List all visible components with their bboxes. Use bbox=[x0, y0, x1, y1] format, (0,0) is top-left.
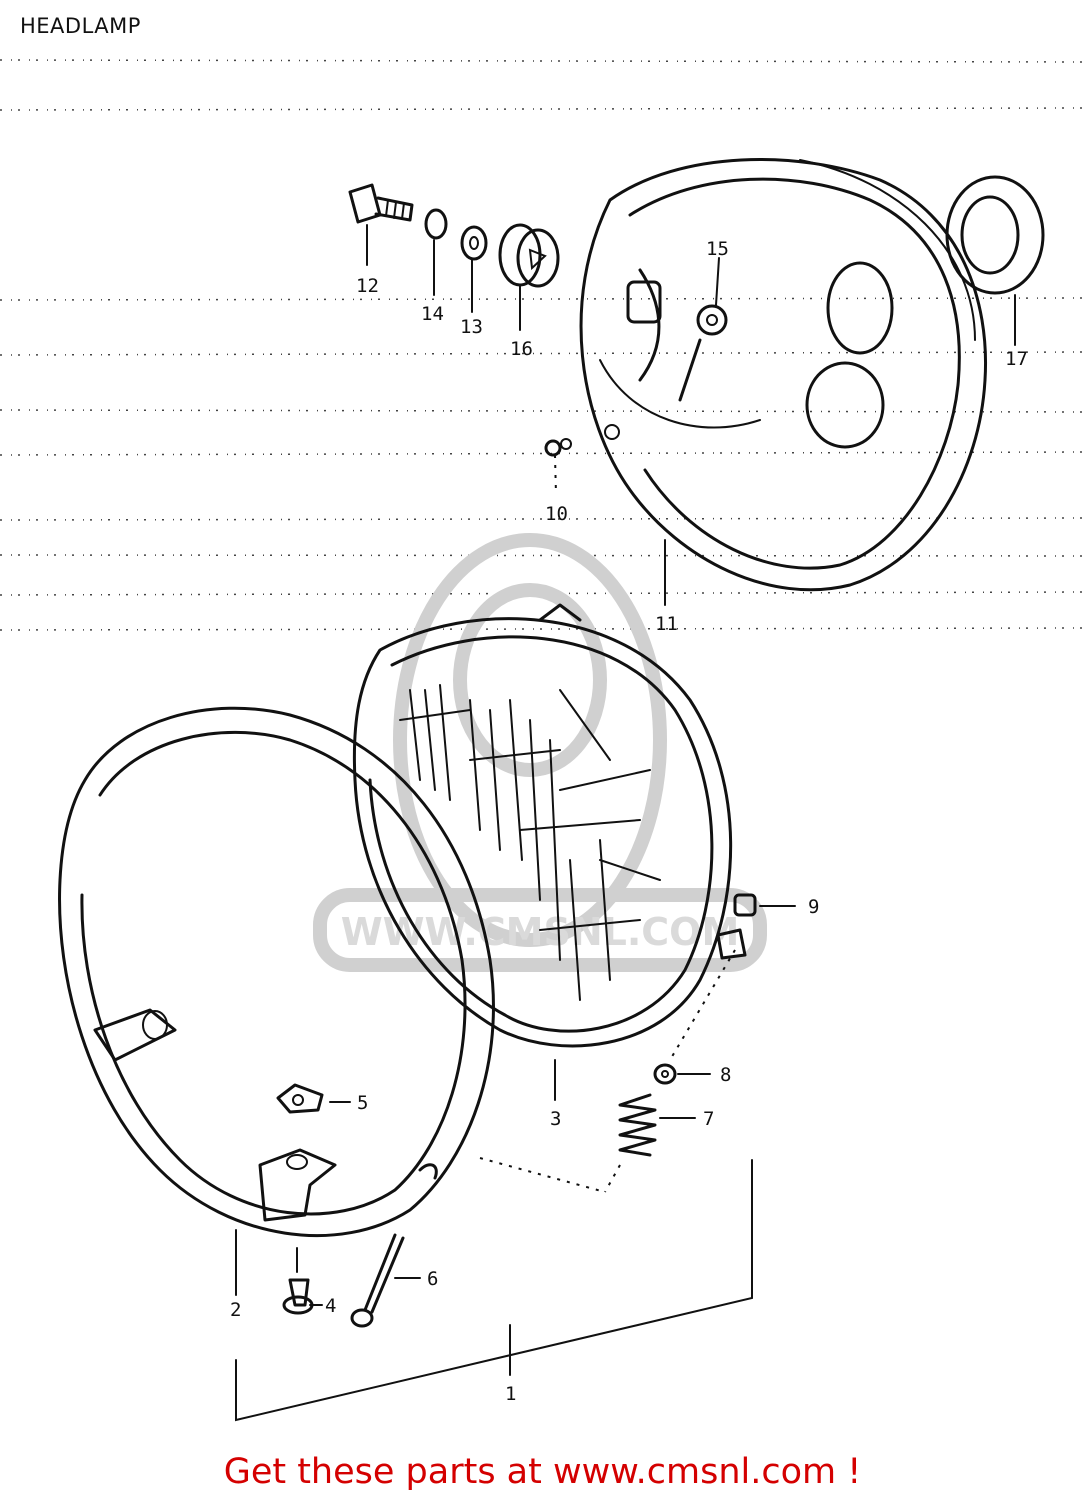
callout-12: 12 bbox=[356, 275, 379, 297]
callout-14: 14 bbox=[421, 303, 444, 325]
callout-5: 5 bbox=[357, 1092, 368, 1114]
diagram-title: HEADLAMP bbox=[20, 14, 141, 38]
washer-8 bbox=[653, 1063, 677, 1085]
spring-7 bbox=[618, 1093, 657, 1157]
callout-1: 1 bbox=[505, 1383, 516, 1405]
callout-13: 13 bbox=[460, 316, 483, 338]
headlamp-rim bbox=[58, 706, 495, 1238]
callout-9: 9 bbox=[808, 896, 819, 918]
plug-16 bbox=[498, 223, 560, 288]
callout-10: 10 bbox=[545, 503, 568, 525]
long-screw-6 bbox=[350, 1233, 405, 1328]
screw-4 bbox=[282, 1278, 314, 1315]
callout-3: 3 bbox=[550, 1108, 561, 1130]
callout-15: 15 bbox=[706, 238, 729, 260]
sealed-beam-unit bbox=[352, 603, 733, 1048]
scan-noise bbox=[0, 59, 1085, 631]
callout-labels: 12 14 13 16 15 17 10 11 9 8 7 3 5 6 4 2 … bbox=[230, 238, 1028, 1405]
callout-11: 11 bbox=[655, 613, 678, 635]
grommet-ring-17 bbox=[945, 175, 1045, 295]
screw-10 bbox=[544, 438, 572, 457]
callout-8: 8 bbox=[720, 1064, 731, 1086]
bolt-12 bbox=[348, 183, 414, 224]
washer-13 bbox=[460, 225, 488, 261]
nut-clip-5 bbox=[276, 1083, 324, 1114]
lock-washer-14 bbox=[424, 208, 448, 240]
footer-link[interactable]: Get these parts at www.cmsnl.com ! bbox=[223, 1452, 862, 1492]
callout-2: 2 bbox=[230, 1299, 241, 1321]
callout-7: 7 bbox=[703, 1108, 714, 1130]
callout-16: 16 bbox=[510, 338, 533, 360]
headlamp-housing bbox=[579, 158, 988, 592]
callout-4: 4 bbox=[325, 1295, 336, 1317]
callout-6: 6 bbox=[427, 1268, 438, 1290]
leader-lines bbox=[235, 224, 1016, 1422]
callout-17: 17 bbox=[1005, 348, 1028, 370]
nut-9 bbox=[716, 893, 757, 960]
lens-pattern bbox=[399, 684, 661, 1001]
